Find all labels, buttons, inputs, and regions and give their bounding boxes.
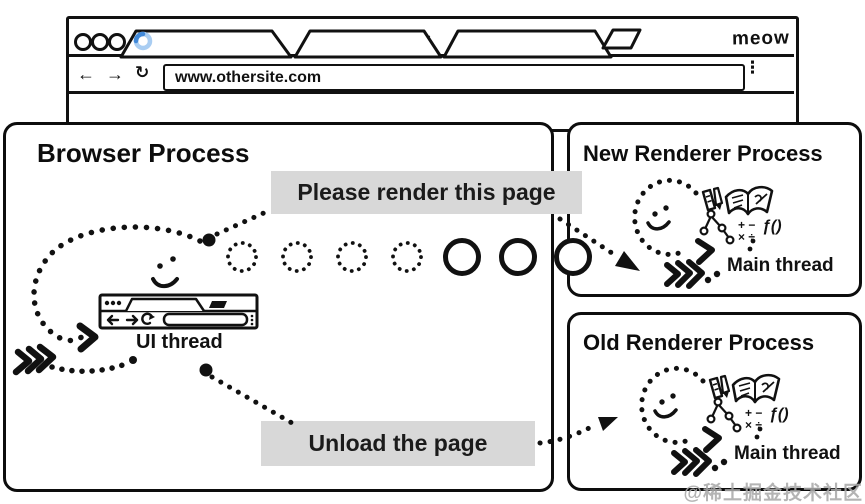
tab1-title-doodle	[247, 41, 250, 45]
watermark: @稀土掘金技术社区	[683, 483, 863, 504]
ui-thread-label: UI thread	[136, 331, 223, 353]
window-control-3[interactable]	[108, 33, 126, 51]
reload-icon[interactable]: ↻	[135, 63, 150, 82]
tab3-title-doodle	[526, 41, 539, 45]
back-icon[interactable]: ←	[77, 64, 95, 84]
main-thread-label-old: Main thread	[734, 443, 841, 464]
tab1-title-doodle	[208, 41, 236, 45]
render-message-label: Please render this page	[271, 171, 582, 214]
tab1-close-icon[interactable]: ✕	[263, 32, 274, 47]
main-thread-label-new: Main thread	[727, 255, 834, 276]
tab2-title-doodle	[333, 41, 362, 45]
tab3-close-icon[interactable]: ✕	[576, 32, 587, 47]
tab3-title-doodle	[477, 41, 520, 45]
tabstrip-divider	[67, 54, 794, 57]
window-control-2[interactable]	[91, 33, 109, 51]
unload-message-label: Unload the page	[261, 421, 535, 466]
tab1-title-doodle	[159, 41, 193, 45]
tab1-title-doodle	[199, 41, 203, 45]
tab2-title-doodle	[320, 41, 323, 45]
tab2-close-icon[interactable]: ✕	[421, 32, 432, 47]
tab1-title-doodle	[241, 41, 244, 45]
navbar-divider	[67, 91, 794, 94]
tab2-title-doodle	[367, 41, 384, 45]
tab2-title-doodle	[326, 41, 329, 45]
browser-process-title: Browser Process	[37, 138, 250, 168]
url-input[interactable]: www.othersite.com	[163, 64, 745, 91]
meow-label: meow	[731, 27, 791, 50]
new-renderer-title: New Renderer Process	[583, 141, 823, 166]
forward-icon[interactable]: →	[106, 64, 124, 84]
old-renderer-title: Old Renderer Process	[583, 330, 815, 355]
menu-kebab-icon[interactable]: ⋮	[744, 58, 761, 77]
window-control-1[interactable]	[74, 33, 92, 51]
